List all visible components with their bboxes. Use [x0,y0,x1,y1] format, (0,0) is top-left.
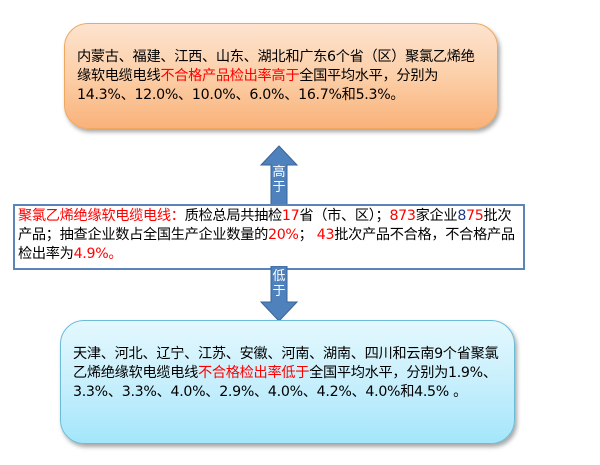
down-arrow-icon: 低 于 [259,265,299,322]
arrow-down-shape [259,265,299,322]
arrow-label-low-1: 低 [272,269,286,284]
failure-rate: 4.9%。 [73,246,123,262]
arrow-label-high-1: 高 [272,165,286,180]
product-name: 聚氯乙烯绝缘软电缆电线： [18,208,185,224]
batch-count-digits: 75 [466,208,484,224]
text-segment: 批次产品不合格，不合格产品检出率为 [18,227,515,262]
national-summary-box: 聚氯乙烯绝缘软电缆电线：质检总局共抽检17省（市、区）；873家企业875批次产… [13,204,525,270]
up-arrow-icon: 高 于 [259,145,299,206]
enterprise-count: 873 [389,208,416,224]
arrow-label-high-2: 于 [272,180,286,195]
batch-count-digit: 8 [457,208,467,224]
text-segment: 全国平均水平，分别为1.9%、3.3%、3.3%、4.0%、2.9%、4.0%、… [73,365,497,400]
arrow-label-low-2: 于 [272,284,286,299]
lower-rate-text: 天津、河北、辽宁、江苏、安徽、河南、湖南、四川和云南9个省聚氯乙烯绝缘软电缆电线… [73,345,504,402]
failed-batch-count: 43 [316,227,335,243]
text-segment: 批次产品；抽查企业数占全国生产企业数量的 [18,208,512,243]
text-segment: 全国平均水平，分别为14.3%、12.0%、10.0%、6.0%、16.7%和5… [77,68,439,103]
higher-rate-provinces-box: 内蒙古、福建、江西、山东、湖北和广东6个省（区）聚氯乙烯绝缘软电缆电线不合格产品… [64,23,498,129]
lower-rate-provinces-box: 天津、河北、辽宁、江苏、安徽、河南、湖南、四川和云南9个省聚氯乙烯绝缘软电缆电线… [60,320,515,444]
coverage-percent: 20% [267,227,299,243]
text-segment: 天津、河北、辽宁、江苏、安徽、河南、湖南、四川和云南9个省聚氯乙烯绝缘软电缆电线 [73,346,499,381]
text-segment: 质检总局共抽检 [184,208,283,224]
text-segment: 内蒙古、福建、江西、山东、湖北和广东6个省（区）聚氯乙烯绝缘软电缆电线 [77,49,475,84]
province-count: 17 [281,208,300,224]
text-segment: ； [298,227,317,243]
text-segment: 家企业 [415,208,458,224]
text-segment: 省（市、区）； [299,208,390,224]
highlight-text: 不合格产品检出率高于 [160,68,300,84]
national-summary-text: 聚氯乙烯绝缘软电缆电线：质检总局共抽检17省（市、区）；873家企业875批次产… [18,207,521,264]
higher-rate-text: 内蒙古、福建、江西、山东、湖北和广东6个省（区）聚氯乙烯绝缘软电缆电线不合格产品… [77,48,487,105]
highlight-text: 不合格检出率低于 [198,365,310,381]
